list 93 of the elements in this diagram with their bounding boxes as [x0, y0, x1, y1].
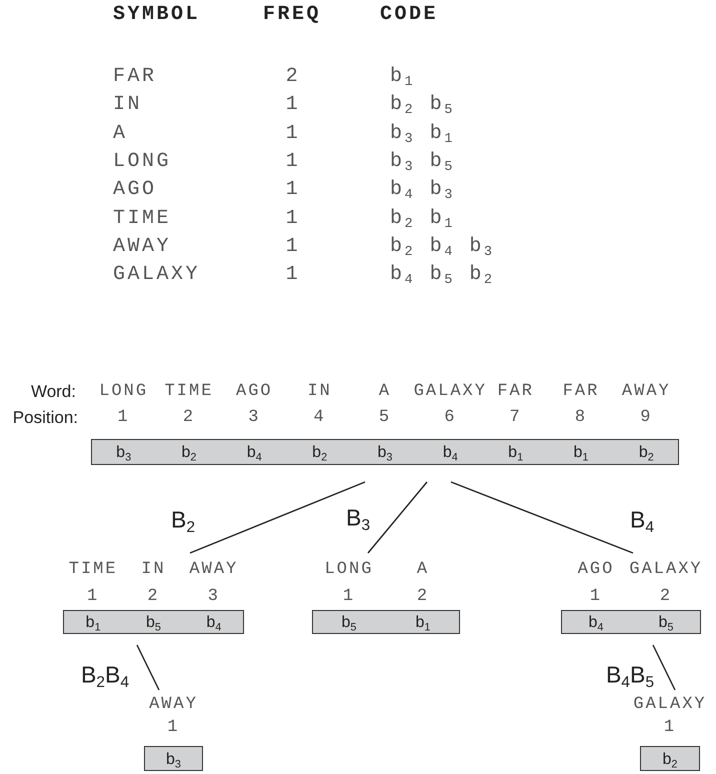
bit-code: b$_{1}$ — [574, 445, 588, 461]
bit-code: b$_{5}$ — [658, 615, 674, 631]
bit-code: b$_{4}$ — [206, 615, 222, 631]
edge-label: B$_{2}$B$_{4}$ — [80, 664, 130, 686]
bit-code: b$_{4}$ — [588, 615, 604, 631]
edge-label: B$_{2}$ — [170, 508, 196, 532]
word-label: IN — [307, 383, 332, 400]
code-value: b$_{1}$ — [390, 67, 416, 87]
word-label: TIME — [164, 383, 214, 400]
frequency-value: 1 — [286, 265, 300, 286]
word-label: A — [416, 561, 430, 578]
tree-branch-line — [450, 481, 634, 554]
code-value: b$_{3}$ b$_{1}$ — [390, 124, 455, 144]
symbol-word: TIME — [113, 208, 172, 228]
bit-code: b$_{1}$ — [86, 615, 101, 631]
symbol-word: A — [113, 124, 128, 144]
edge-label: B$_{4}$B$_{5}$ — [604, 664, 656, 686]
word-label: LONG — [99, 383, 148, 400]
position-number: 8 — [574, 409, 588, 426]
position-number: 5 — [378, 409, 392, 426]
bit-code: b$_{4}$ — [442, 445, 458, 461]
frequency-value: 1 — [286, 95, 300, 116]
word-label: TIME — [68, 561, 118, 578]
tree-branch-line — [652, 644, 676, 690]
position-number: 1 — [342, 588, 356, 605]
bit-code: b$_{1}$ — [416, 615, 430, 631]
position-number: 1 — [664, 719, 676, 736]
word-label: A — [378, 383, 392, 400]
position-number: 9 — [640, 409, 652, 426]
word-label: AWAY — [189, 561, 238, 578]
code-value: b$_{2}$ b$_{1}$ — [390, 208, 455, 228]
position-number: 2 — [416, 588, 430, 605]
word-label: IN — [141, 561, 166, 578]
bit-code: b$_{2}$ — [638, 445, 654, 461]
edge-label: B$_{3}$ — [344, 506, 372, 530]
code-value: b$_{2}$ b$_{5}$ — [390, 95, 455, 116]
bit-code: b$_{4}$ — [246, 445, 262, 461]
bit-code: b$_{2}$ — [182, 445, 196, 461]
code-value: b$_{4}$ b$_{5}$ b$_{2}$ — [390, 265, 495, 286]
bit-code: b$_{2}$ — [662, 752, 678, 768]
column-header: SYMBOL — [113, 5, 200, 25]
edge-label: B$_{4}$ — [628, 508, 656, 532]
position-number: 7 — [510, 409, 522, 426]
tree-branch-line — [136, 644, 160, 690]
row-heading: Word: — [30, 383, 76, 400]
symbol-word: IN — [113, 95, 142, 116]
bit-code: b$_{5}$ — [342, 615, 356, 631]
word-label: AWAY — [622, 383, 671, 400]
word-label: AGO — [578, 561, 614, 578]
bit-code: b$_{2}$ — [312, 445, 328, 461]
position-number: 1 — [87, 588, 100, 605]
position-number: 3 — [248, 409, 260, 426]
code-value: b$_{2}$ b$_{4}$ b$_{3}$ — [390, 236, 495, 257]
code-value: b$_{3}$ b$_{5}$ — [390, 152, 455, 172]
frequency-value: 1 — [286, 208, 300, 228]
symbol-word: FAR — [113, 67, 157, 87]
symbol-word: GALAXY — [113, 265, 200, 286]
frequency-value: 1 — [286, 124, 300, 144]
word-label: AWAY — [149, 696, 198, 713]
position-number: 4 — [314, 409, 326, 426]
symbol-word: LONG — [113, 152, 172, 172]
code-value: b$_{4}$ b$_{3}$ — [390, 180, 455, 200]
position-number: 2 — [147, 588, 160, 605]
column-header: CODE — [380, 5, 438, 25]
position-number: 1 — [590, 588, 602, 605]
word-label: FAR — [562, 383, 600, 400]
position-number: 1 — [118, 409, 130, 426]
column-header: FREQ — [263, 5, 322, 25]
position-number: 1 — [167, 719, 180, 736]
word-label: FAR — [497, 383, 534, 400]
frequency-value: 1 — [286, 152, 300, 172]
bit-code: b$_{5}$ — [146, 615, 161, 631]
frequency-value: 1 — [286, 180, 300, 200]
position-number: 2 — [660, 588, 672, 605]
tree-branch-line — [367, 482, 428, 554]
symbol-word: AGO — [113, 180, 157, 200]
position-number: 6 — [444, 409, 456, 426]
word-label: GALAXY — [633, 696, 707, 713]
word-label: LONG — [324, 561, 374, 578]
word-label: GALAXY — [629, 561, 703, 578]
bit-code: b$_{1}$ — [508, 445, 524, 461]
frequency-value: 1 — [286, 236, 300, 257]
row-heading: Position: — [12, 409, 78, 426]
bit-code: b$_{3}$ — [116, 445, 132, 461]
position-number: 3 — [208, 588, 220, 605]
frequency-value: 2 — [286, 67, 300, 87]
symbol-word: AWAY — [113, 236, 172, 257]
word-label: GALAXY — [414, 383, 487, 400]
bit-code: b$_{3}$ — [166, 752, 181, 768]
position-number: 2 — [182, 409, 196, 426]
word-label: AGO — [236, 383, 273, 400]
bit-code: b$_{3}$ — [378, 445, 392, 461]
tree-branch-line — [190, 481, 366, 554]
